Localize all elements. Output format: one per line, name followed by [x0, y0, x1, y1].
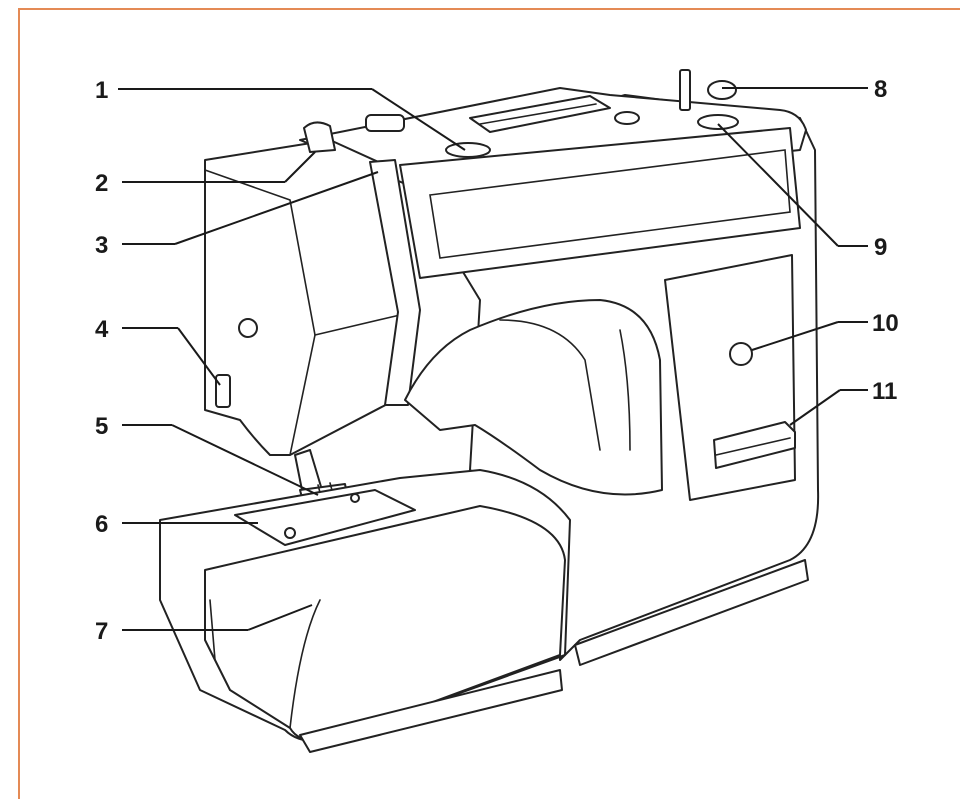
callout-3: 3	[95, 232, 108, 259]
callout-5: 5	[95, 413, 108, 440]
page-frame	[18, 8, 960, 799]
callout-9: 9	[874, 234, 887, 261]
callout-8: 8	[874, 76, 887, 103]
leader-line-10	[751, 321, 839, 351]
leader-line-4b	[177, 327, 221, 386]
callout-numbers: 1 2 3 4 5 6 7 8 9 10 11	[95, 76, 899, 645]
callout-2: 2	[95, 170, 108, 197]
leader-line-7b	[247, 604, 313, 631]
callout-1: 1	[95, 77, 108, 104]
leader-line-11	[789, 389, 841, 426]
callout-11: 11	[872, 378, 897, 405]
sewing-machine-illustration-icon	[159, 69, 820, 753]
leader-line-5b	[171, 424, 319, 496]
callout-6: 6	[95, 511, 108, 538]
callout-lines	[118, 87, 868, 631]
leader-line-3b	[174, 171, 379, 245]
leader-line-2b	[284, 151, 316, 183]
callout-10: 10	[872, 310, 899, 337]
leader-line-1b	[371, 88, 466, 151]
callout-4: 4	[95, 316, 109, 343]
callout-7: 7	[95, 618, 108, 645]
leader-line-9	[717, 123, 839, 247]
